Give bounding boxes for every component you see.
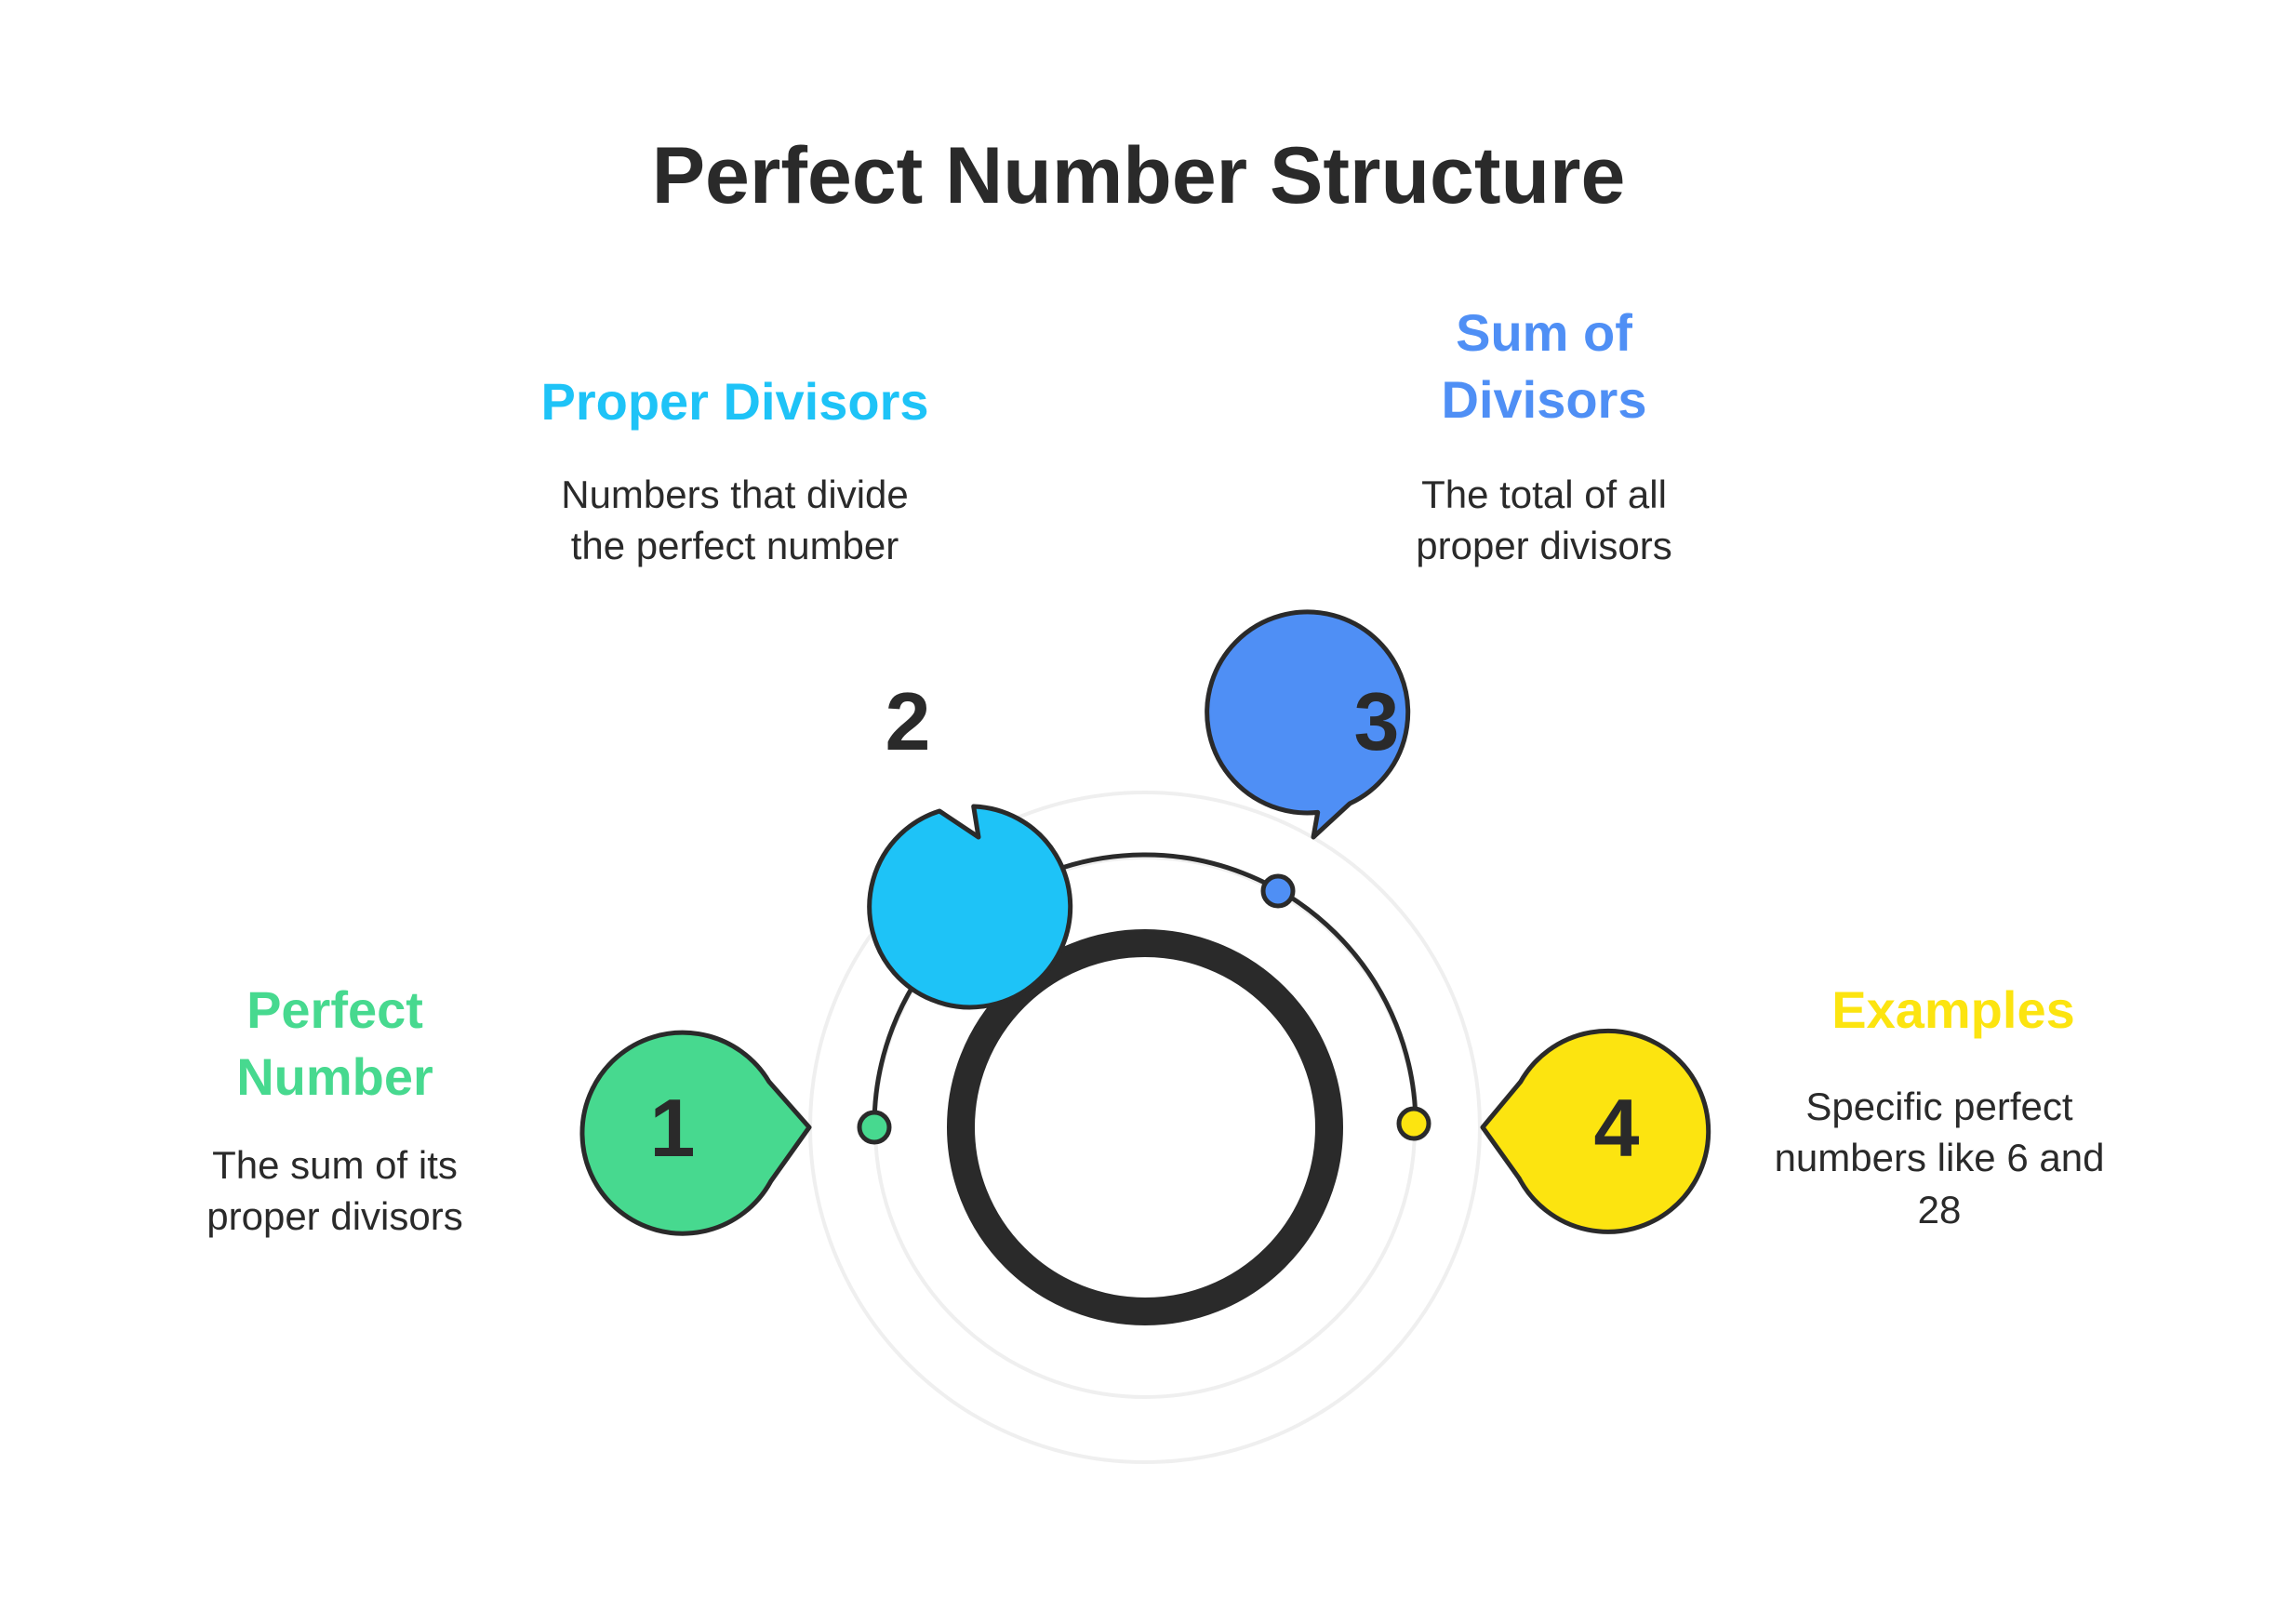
step-number-4: 4 (1594, 1082, 1640, 1174)
arc-dot-4 (1396, 1106, 1431, 1141)
step-number-2: 2 (886, 675, 931, 767)
bubble-2 (867, 804, 1073, 1010)
connector-arc (872, 852, 1418, 1128)
step-desc-3: The total of all proper divisors (1416, 473, 1672, 568)
step-number-3: 3 (1354, 675, 1400, 767)
page-title: Perfect Number Structure (651, 131, 1626, 220)
step-title-1: Perfect Number (236, 980, 433, 1106)
step-desc-2: Numbers that divide the perfect number (561, 473, 909, 568)
bubble-3 (1205, 609, 1411, 840)
bubble-1 (579, 1030, 812, 1236)
step-title-4: Examples (1831, 980, 2075, 1039)
arc-dot-3 (1260, 873, 1296, 909)
step-title-2: Proper Divisors (540, 372, 929, 431)
bubble-4 (1480, 1028, 1711, 1234)
step-desc-1: The sum of its proper divisors (206, 1143, 463, 1239)
step-desc-4: Specific perfect numbers like 6 and 28 (1774, 1085, 2105, 1231)
step-number-1: 1 (650, 1082, 696, 1174)
arc-dot-1 (857, 1110, 892, 1145)
center-ring (947, 929, 1343, 1325)
step-title-3: Sum of Divisors (1441, 303, 1647, 429)
